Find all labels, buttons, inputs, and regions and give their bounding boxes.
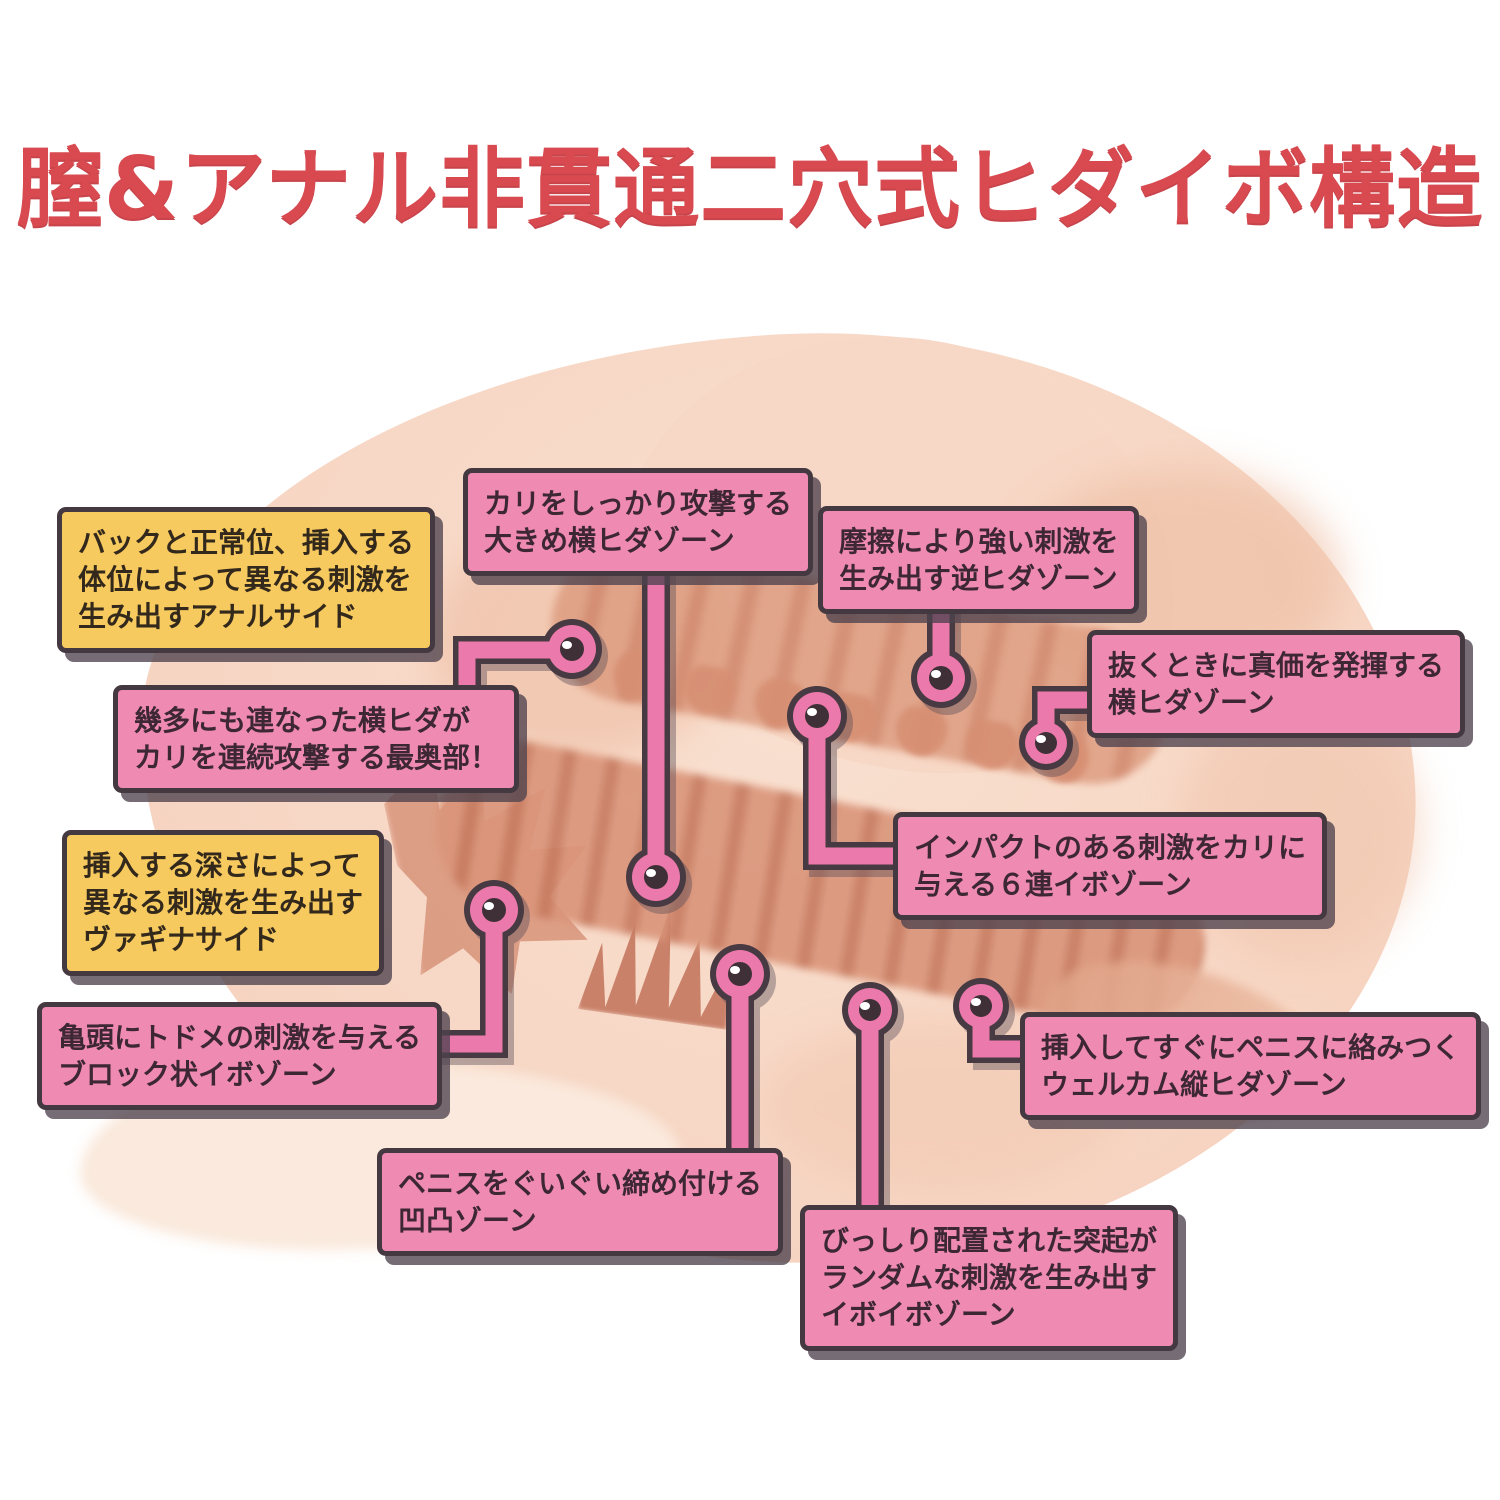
callout-pullout-lateral-folds: 抜くときに真価を発揮する 横ヒダゾーン xyxy=(1087,630,1466,739)
callout-large-lateral-folds: カリをしっかり攻撃する 大きめ横ヒダゾーン xyxy=(463,468,814,577)
callout-six-bumps: インパクトのある刺激をカリに 与える６連イボゾーン xyxy=(893,812,1328,921)
callout-vagina-side: 挿入する深さによって 異なる刺激を生み出す ヴァギナサイド xyxy=(62,830,385,976)
callout-welcome-vertical-folds: 挿入してすぐにペニスに絡みつく ウェルカム縦ヒダゾーン xyxy=(1020,1012,1482,1121)
callout-anal-side: バックと正常位、挿入する 体位によって異なる刺激を 生み出すアナルサイド xyxy=(57,507,436,653)
callout-random-bumps: びっしり配置された突起が ランダムな刺激を生み出す イボイボゾーン xyxy=(800,1205,1179,1351)
connector-fills xyxy=(413,566,1087,1207)
callout-squeeze-uneven-zone: ペニスをぐいぐい締め付ける 凹凸ゾーン xyxy=(377,1148,784,1257)
callout-block-bumps: 亀頭にトドメの刺激を与える ブロック状イボゾーン xyxy=(37,1002,443,1111)
callout-reverse-folds: 摩擦により強い刺激を 生み出す逆ヒダゾーン xyxy=(818,506,1140,615)
callout-deepest-folds: 幾多にも連なった横ヒダが カリを連続攻撃する最奥部！ xyxy=(113,685,520,794)
connector-dot-holes xyxy=(482,637,1057,1021)
page-title: 膣&アナル非貫通二穴式ヒダイボ構造 xyxy=(16,139,1484,239)
